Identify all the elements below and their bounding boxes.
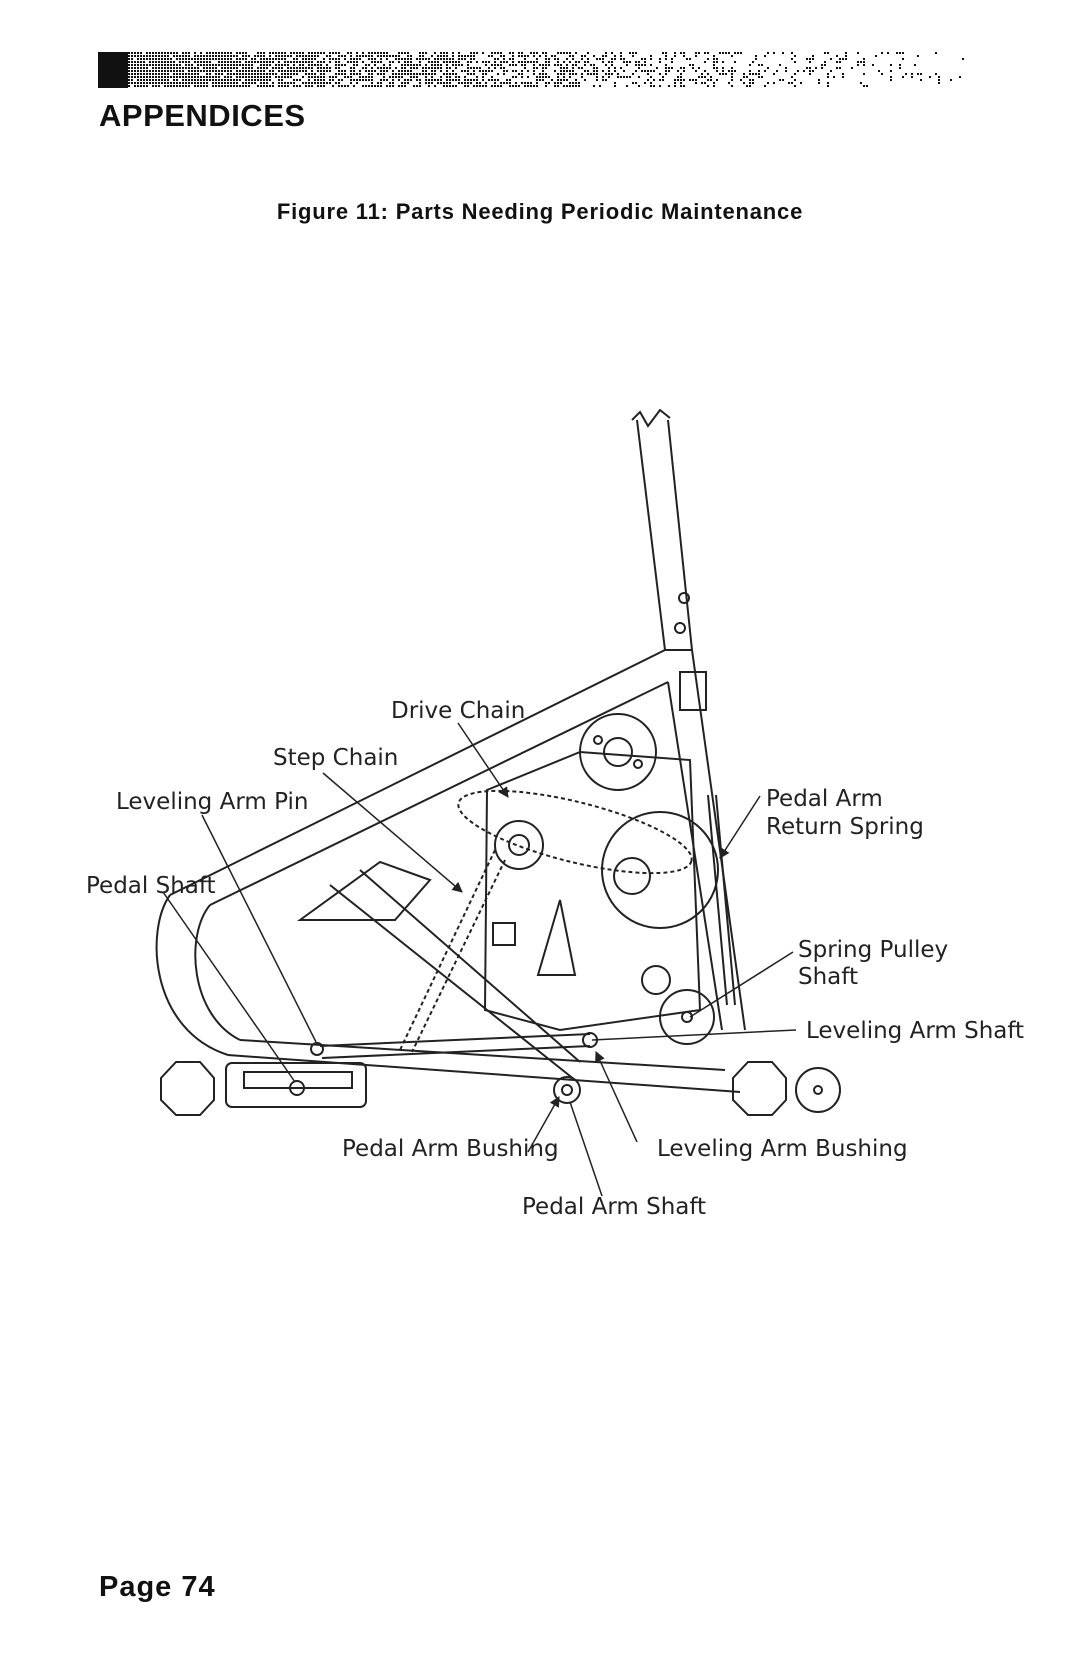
- pedal-arm-bushing-leader: [527, 1096, 560, 1153]
- pedal-arm: [329, 884, 576, 1081]
- large-sprocket: [494, 820, 544, 870]
- leveling-arm-shaft-leader: [591, 1029, 797, 1041]
- figure-caption: Figure 11: Parts Needing Periodic Mainte…: [276, 199, 804, 224]
- housing-triangle: [536, 899, 577, 976]
- upright-post: [636, 419, 694, 651]
- big-wheel: [601, 811, 719, 929]
- return-spring: [715, 794, 736, 1006]
- label-leveling-arm-bushing: Leveling Arm Bushing: [657, 1136, 908, 1162]
- pedal-box: [225, 1062, 367, 1108]
- gear-hub: [641, 965, 671, 995]
- large-sprocket-core: [508, 834, 530, 856]
- pedal-shaft-leader: [162, 891, 296, 1083]
- label-return-spring-line2: Return Spring: [766, 814, 924, 840]
- pedal-arm-shaft-leader: [569, 1101, 603, 1197]
- front-loop: [194, 904, 241, 1041]
- upright-hole: [678, 592, 690, 604]
- upright-hole: [674, 622, 686, 634]
- pedal-arm-return-spring-leader: [719, 795, 761, 859]
- label-pedal-arm-bushing: Pedal Arm Bushing: [342, 1136, 559, 1162]
- leveling-arm: [321, 1045, 591, 1059]
- label-pedal-arm-shaft: Pedal Arm Shaft: [522, 1194, 706, 1220]
- callout-leaders: [162, 722, 797, 1197]
- band-solid-segment: [98, 52, 128, 88]
- front-foot: [160, 1061, 215, 1116]
- upper-hub-core: [603, 737, 633, 767]
- label-leveling-arm-pin: Leveling Arm Pin: [116, 789, 308, 815]
- step-chain: [399, 849, 496, 1051]
- rear-vertical-tube: [691, 649, 746, 1031]
- front-loop: [155, 894, 229, 1056]
- leveling-arm-bushing-leader: [595, 1051, 638, 1143]
- page-number: Page 74: [99, 1571, 216, 1603]
- upper-bracket: [679, 671, 707, 711]
- top-diagonal-tube: [169, 649, 666, 896]
- pedal-arm: [359, 869, 581, 1063]
- pedal-arm-shaft-hub: [553, 1076, 581, 1104]
- label-shaft-line2: Shaft: [798, 964, 858, 990]
- upright-post-break: [631, 408, 671, 428]
- small-sprocket: [613, 857, 651, 895]
- band-stipple: [128, 52, 964, 87]
- label-pedal-shaft: Pedal Shaft: [86, 873, 216, 899]
- leveling-arm-pin-leader: [201, 814, 317, 1043]
- pedal-platform: [296, 860, 432, 921]
- drive-chain-loop: [457, 789, 693, 875]
- base-rail: [227, 1054, 741, 1093]
- spring-pulley-center: [681, 1011, 693, 1023]
- callout-labels: Drive Chain Step Chain Leveling Arm Pin …: [86, 698, 1024, 1220]
- step-chain-leader: [322, 772, 463, 893]
- label-pedal-arm-line1: Pedal Arm: [766, 786, 883, 812]
- drive-chain-leader: [457, 722, 509, 798]
- machine-frame: [155, 408, 841, 1116]
- top-diagonal-tube: [209, 681, 669, 906]
- pedal-slot: [243, 1071, 353, 1089]
- spring-pulley: [659, 989, 715, 1045]
- leveling-arm-pin: [310, 1042, 324, 1056]
- spring-pulley-shaft-leader: [689, 951, 794, 1018]
- pedal-shaft-hub: [289, 1080, 305, 1096]
- section-title: APPENDICES: [99, 98, 306, 133]
- label-spring-pulley-line1: Spring Pulley: [798, 937, 948, 963]
- rear-vertical-tube: [667, 681, 723, 1031]
- label-step-chain: Step Chain: [273, 745, 398, 771]
- housing-window: [492, 922, 516, 946]
- rear-wheel: [795, 1067, 841, 1113]
- label-drive-chain: Drive Chain: [391, 698, 525, 724]
- header-gradient-band: [98, 52, 964, 88]
- rear-foot: [732, 1061, 787, 1116]
- upper-hub: [579, 713, 657, 791]
- leveling-arm: [319, 1033, 591, 1047]
- return-spring: [707, 794, 728, 1006]
- label-leveling-arm-shaft: Leveling Arm Shaft: [806, 1018, 1024, 1044]
